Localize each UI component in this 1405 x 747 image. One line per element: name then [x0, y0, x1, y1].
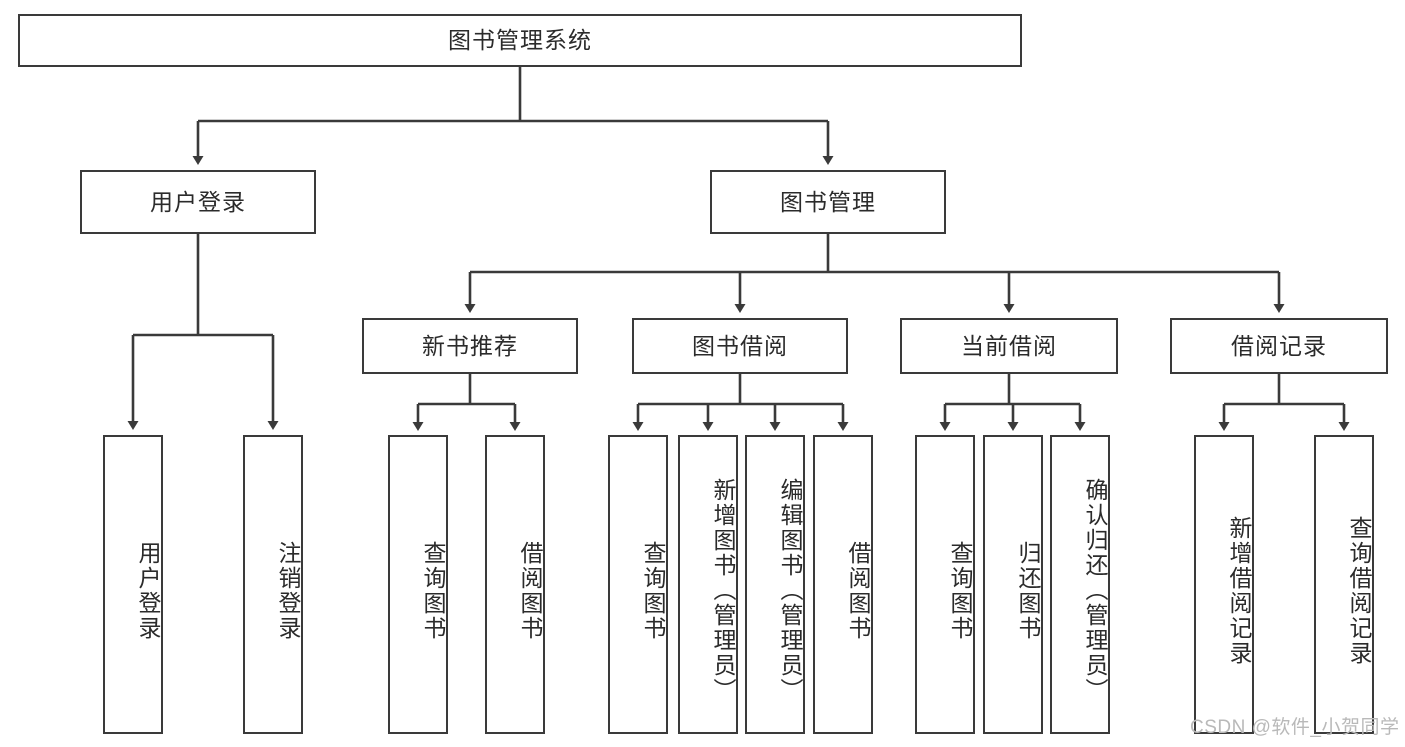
node-leaf-4[interactable]: 借阅图书	[485, 435, 545, 734]
node-leaf-4-label: 借阅图书	[517, 540, 543, 641]
node-leaf-10-label: 归还图书	[1015, 540, 1041, 641]
node-level3-1-label: 新书推荐	[422, 332, 518, 359]
node-level3-1[interactable]: 新书推荐	[362, 318, 578, 374]
node-leaf-3[interactable]: 查询图书	[388, 435, 448, 734]
node-leaf-9-label: 查询图书	[947, 540, 973, 641]
node-leaf-7[interactable]: 编辑图书（管理员）	[745, 435, 805, 734]
node-leaf-1-label: 用户登录	[135, 540, 161, 641]
node-leaf-13[interactable]: 查询借阅记录	[1314, 435, 1374, 734]
node-level3-3[interactable]: 当前借阅	[900, 318, 1118, 374]
node-leaf-5-label: 查询图书	[640, 540, 666, 641]
node-level3-4[interactable]: 借阅记录	[1170, 318, 1388, 374]
node-level2-1-label: 用户登录	[150, 188, 246, 215]
node-leaf-12-label: 新增借阅记录	[1226, 515, 1252, 666]
node-leaf-3-label: 查询图书	[420, 540, 446, 641]
node-level3-2-label: 图书借阅	[692, 332, 788, 359]
node-level2-2[interactable]: 图书管理	[710, 170, 946, 234]
node-leaf-9[interactable]: 查询图书	[915, 435, 975, 734]
node-leaf-6[interactable]: 新增图书（管理员）	[678, 435, 738, 734]
node-leaf-12[interactable]: 新增借阅记录	[1194, 435, 1254, 734]
node-leaf-2-label: 注销登录	[275, 540, 301, 641]
node-leaf-2[interactable]: 注销登录	[243, 435, 303, 734]
node-leaf-7-label: 编辑图书（管理员）	[777, 478, 803, 703]
node-leaf-10[interactable]: 归还图书	[983, 435, 1043, 734]
node-root[interactable]: 图书管理系统	[18, 14, 1022, 67]
node-level3-4-label: 借阅记录	[1231, 332, 1327, 359]
node-root-label: 图书管理系统	[448, 27, 592, 54]
node-leaf-11-label: 确认归还（管理员）	[1082, 478, 1108, 703]
node-level3-2[interactable]: 图书借阅	[632, 318, 848, 374]
node-level2-1[interactable]: 用户登录	[80, 170, 316, 234]
watermark: CSDN @软件_小贺同学	[1190, 717, 1400, 738]
node-leaf-5[interactable]: 查询图书	[608, 435, 668, 734]
node-leaf-11[interactable]: 确认归还（管理员）	[1050, 435, 1110, 734]
node-level3-3-label: 当前借阅	[961, 332, 1057, 359]
node-leaf-8-label: 借阅图书	[845, 540, 871, 641]
node-leaf-13-label: 查询借阅记录	[1346, 515, 1372, 666]
node-level2-2-label: 图书管理	[780, 188, 876, 215]
node-leaf-1[interactable]: 用户登录	[103, 435, 163, 734]
node-leaf-8[interactable]: 借阅图书	[813, 435, 873, 734]
node-leaf-6-label: 新增图书（管理员）	[710, 478, 736, 703]
